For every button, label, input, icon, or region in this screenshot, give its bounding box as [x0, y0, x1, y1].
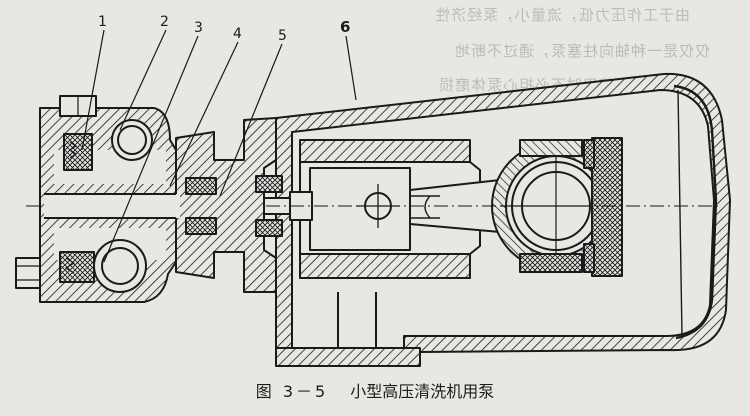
- figure-number: 图 3－5: [255, 382, 329, 401]
- part-label-6: 6: [340, 18, 350, 36]
- figure-title: 小型高压清洗机用泵: [350, 382, 495, 401]
- crosshead: [309, 167, 411, 251]
- crosshead-guide: [299, 139, 481, 279]
- part-label-5: 5: [278, 28, 287, 44]
- seal-housing: [175, 117, 283, 293]
- suction-valve: [15, 251, 95, 289]
- part-label-4: 4: [233, 26, 242, 42]
- part-label-2: 2: [160, 14, 169, 30]
- part-label-1: 1: [98, 14, 107, 30]
- discharge-port: [111, 119, 153, 161]
- leader-lines: [81, 29, 357, 263]
- figure-caption: 图 3－5 小型高压清洗机用泵: [0, 378, 750, 402]
- suction-port: [93, 239, 147, 293]
- discharge-valve: [59, 95, 97, 171]
- part-label-3: 3: [194, 20, 203, 36]
